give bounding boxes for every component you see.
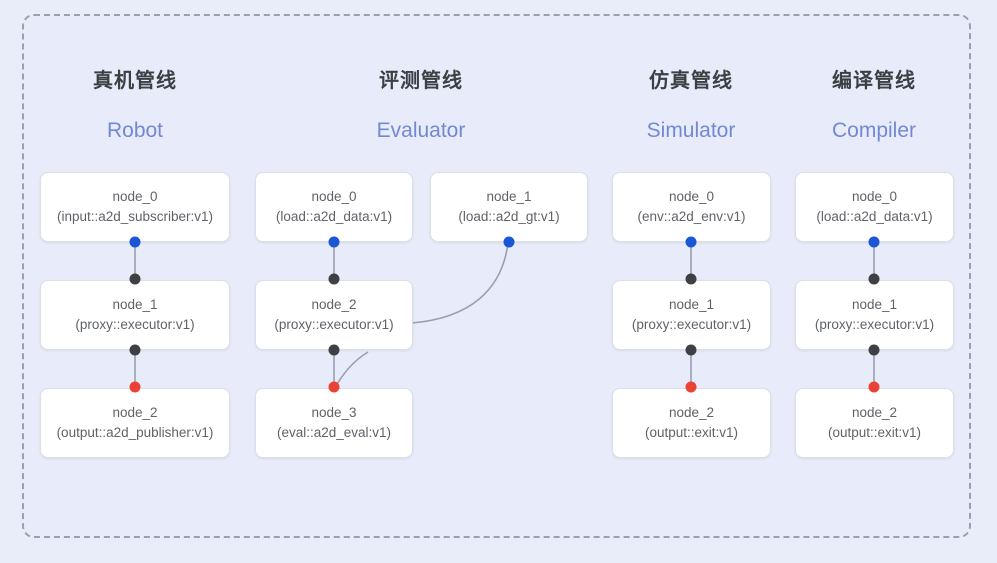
port-output-compiler-1[interactable]	[868, 344, 880, 356]
port-output-robot-1[interactable]	[129, 344, 141, 356]
node-robot-2[interactable]: node_2 (output::a2d_publisher:v1)	[40, 388, 230, 458]
node-id: node_0	[311, 189, 357, 205]
port-input-compiler-1[interactable]	[868, 273, 880, 285]
node-type: (proxy::executor:v1)	[631, 317, 752, 332]
node-simulator-2[interactable]: node_2 (output::exit:v1)	[612, 388, 771, 458]
node-evaluator-1[interactable]: node_1 (load::a2d_gt:v1)	[430, 172, 588, 242]
node-robot-1[interactable]: node_1 (proxy::executor:v1)	[40, 280, 230, 350]
node-id: node_2	[311, 297, 357, 313]
node-id: node_2	[851, 405, 898, 421]
node-type: (load::a2d_data:v1)	[275, 209, 393, 224]
node-id: node_1	[668, 297, 715, 313]
port-output-evaluator-0[interactable]	[328, 236, 340, 248]
node-id: node_0	[112, 189, 158, 205]
port-input-simulator-2[interactable]	[685, 381, 697, 393]
node-type: (proxy::executor:v1)	[274, 317, 394, 332]
node-id: node_1	[486, 189, 532, 205]
port-output-simulator-0[interactable]	[685, 236, 697, 248]
pipeline-group-frame	[22, 14, 971, 538]
node-evaluator-2[interactable]: node_2 (proxy::executor:v1)	[255, 280, 413, 350]
port-output-simulator-1[interactable]	[685, 344, 697, 356]
node-compiler-2[interactable]: node_2 (output::exit:v1)	[795, 388, 954, 458]
node-evaluator-3[interactable]: node_3 (eval::a2d_eval:v1)	[255, 388, 413, 458]
port-input-robot-2[interactable]	[129, 381, 141, 393]
node-type: (load::a2d_data:v1)	[816, 209, 933, 224]
node-type: (proxy::executor:v1)	[75, 317, 195, 332]
node-type: (eval::a2d_eval:v1)	[276, 425, 392, 440]
node-compiler-0[interactable]: node_0 (load::a2d_data:v1)	[795, 172, 954, 242]
node-id: node_2	[112, 405, 158, 421]
node-id: node_3	[311, 405, 357, 421]
node-type: (load::a2d_gt:v1)	[458, 209, 560, 224]
node-id: node_1	[112, 297, 158, 313]
node-simulator-0[interactable]: node_0 (env::a2d_env:v1)	[612, 172, 771, 242]
node-id: node_0	[851, 189, 898, 205]
port-input-simulator-1[interactable]	[685, 273, 697, 285]
port-input-evaluator-3[interactable]	[328, 381, 340, 393]
port-input-compiler-2[interactable]	[868, 381, 880, 393]
node-id: node_0	[668, 189, 715, 205]
node-robot-0[interactable]: node_0 (input::a2d_subscriber:v1)	[40, 172, 230, 242]
node-type: (output::exit:v1)	[827, 425, 922, 440]
port-input-robot-1[interactable]	[129, 273, 141, 285]
node-type: (proxy::executor:v1)	[814, 317, 935, 332]
node-simulator-1[interactable]: node_1 (proxy::executor:v1)	[612, 280, 771, 350]
node-id: node_1	[851, 297, 898, 313]
node-type: (env::a2d_env:v1)	[637, 209, 746, 224]
port-input-evaluator-2[interactable]	[328, 273, 340, 285]
node-type: (input::a2d_subscriber:v1)	[56, 209, 214, 224]
node-evaluator-0[interactable]: node_0 (load::a2d_data:v1)	[255, 172, 413, 242]
port-output-compiler-0[interactable]	[868, 236, 880, 248]
node-compiler-1[interactable]: node_1 (proxy::executor:v1)	[795, 280, 954, 350]
node-type: (output::a2d_publisher:v1)	[56, 425, 214, 440]
port-output-evaluator-1[interactable]	[503, 236, 515, 248]
node-type: (output::exit:v1)	[644, 425, 739, 440]
port-output-robot-0[interactable]	[129, 236, 141, 248]
node-id: node_2	[668, 405, 715, 421]
port-output-evaluator-2[interactable]	[328, 344, 340, 356]
